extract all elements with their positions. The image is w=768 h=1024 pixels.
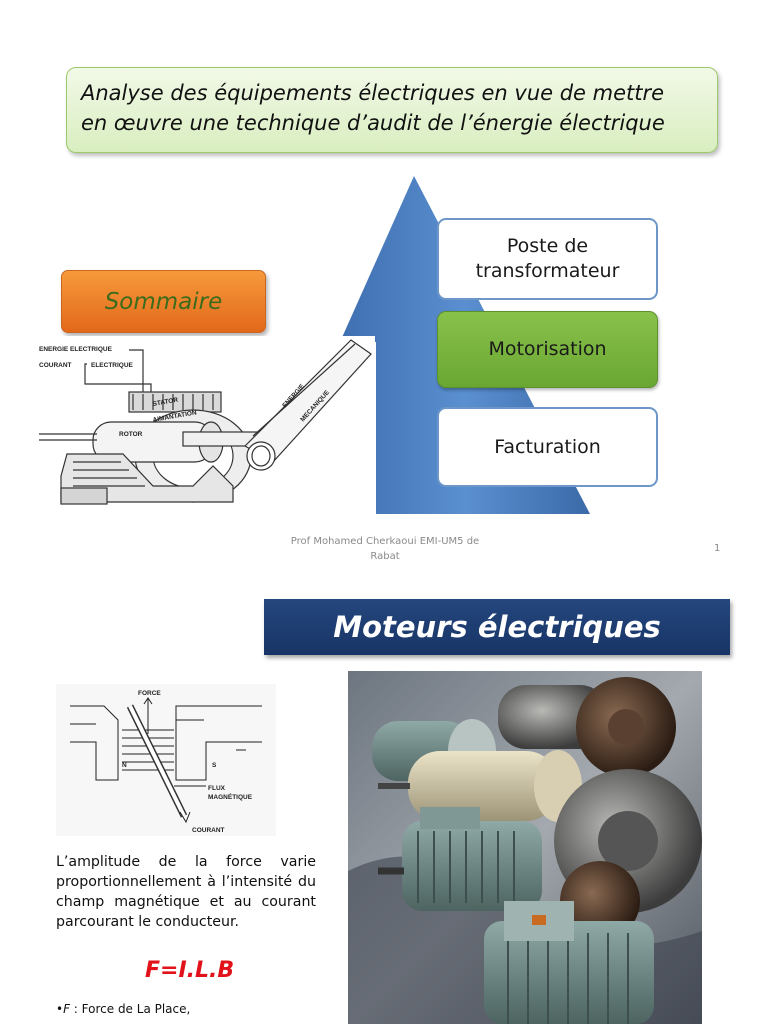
force-description-text: L’amplitude de la force varie proportion… bbox=[56, 854, 316, 930]
energie-electrique-label: ENERGIE ELECTRIQUE bbox=[39, 346, 113, 353]
slide1-title-box: Analyse des équipements électriques en v… bbox=[66, 67, 718, 153]
menu-item-facturation: Facturation bbox=[437, 407, 658, 487]
page-number: 1 bbox=[714, 543, 721, 554]
force-label: FORCE bbox=[138, 690, 161, 697]
menu-item-motorisation: Motorisation bbox=[437, 311, 658, 388]
electric-motors-photo bbox=[348, 671, 702, 1024]
s-pole-label: S bbox=[212, 762, 217, 769]
n-pole-label: N bbox=[122, 762, 127, 769]
sommaire-box: Sommaire bbox=[61, 270, 266, 333]
menu-item-motorisation-label: Motorisation bbox=[488, 338, 607, 360]
laplace-force-diagram: FORCE N S FLUX MAGNÉTIQUE COURANT bbox=[56, 684, 276, 836]
menu-item-poste-label: Poste de transformateur bbox=[475, 235, 620, 282]
courant-arrow-label: COURANT bbox=[192, 827, 225, 834]
bullet-variable: F bbox=[63, 1002, 70, 1016]
flux-label: FLUX bbox=[208, 785, 226, 792]
menu-item-facturation-label: Facturation bbox=[494, 435, 601, 458]
bullet-dot: • bbox=[56, 1002, 64, 1016]
bullet-text: : Force de La Place, bbox=[69, 1002, 191, 1016]
stator-label: STATOR bbox=[152, 397, 179, 408]
slide1-title-line2: en œuvre une technique d’audit de l’éner… bbox=[81, 111, 665, 135]
motor-energy-diagram: ENERGIE ELECTRIQUE COURANT ELECTRIQUE ST… bbox=[33, 336, 375, 516]
rotor-label: ROTOR bbox=[119, 431, 143, 438]
slide2-title: Moteurs électriques bbox=[333, 610, 661, 644]
laplace-formula: F=I.L.B bbox=[145, 958, 235, 983]
magnetique-label: MAGNÉTIQUE bbox=[208, 792, 253, 801]
slide1-title-line1: Analyse des équipements électriques en v… bbox=[81, 81, 665, 105]
menu-item-poste: Poste de transformateur bbox=[437, 218, 658, 300]
electrique-label: ELECTRIQUE bbox=[91, 362, 134, 369]
bullet-item: •F : Force de La Place, bbox=[56, 1002, 190, 1016]
sommaire-label: Sommaire bbox=[104, 288, 223, 315]
courant-label: COURANT bbox=[39, 362, 72, 369]
slide-footer: Prof Mohamed Cherkaoui EMI-UM5 de Rabat bbox=[290, 536, 480, 562]
slide2-title-box: Moteurs électriques bbox=[264, 599, 730, 655]
